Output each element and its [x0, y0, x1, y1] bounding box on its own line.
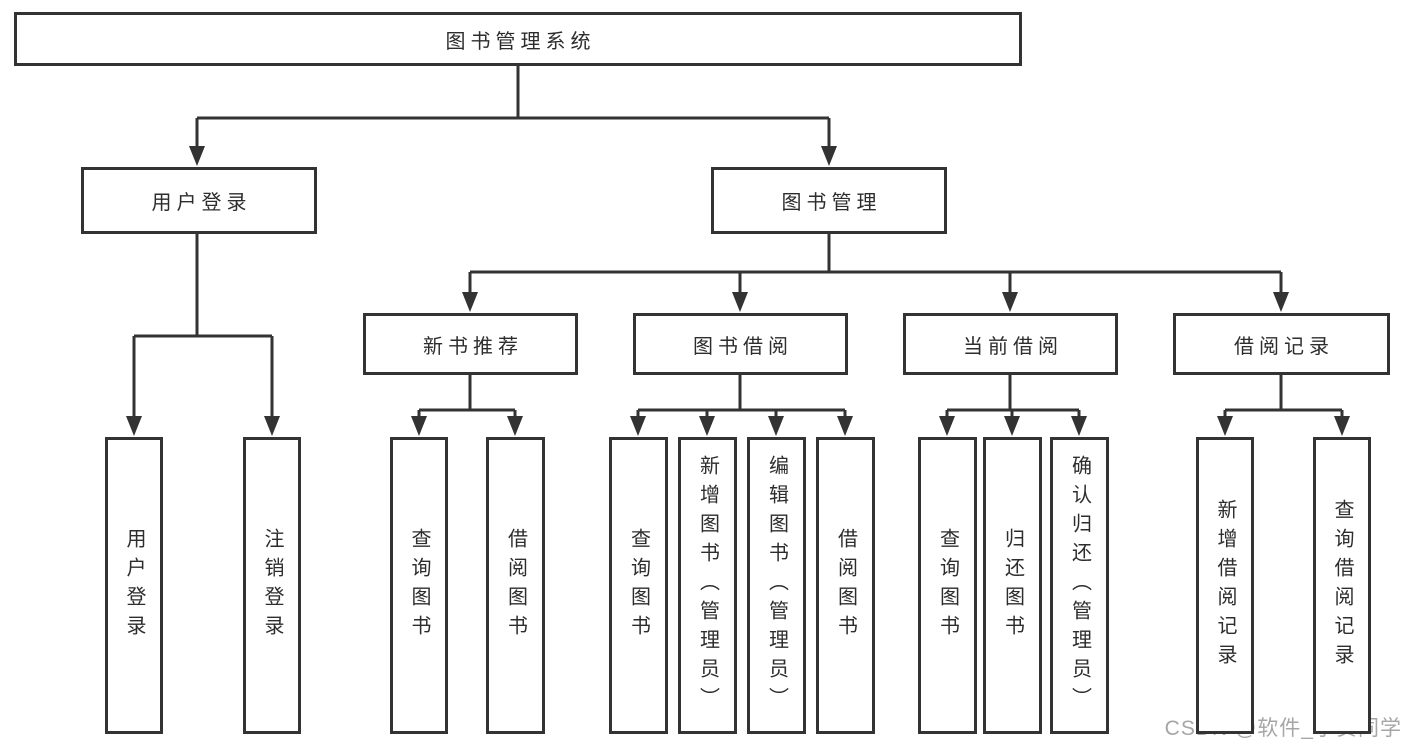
- arrowhead-icon: [1004, 416, 1020, 436]
- node-label: 新增图书（管理员）: [696, 455, 719, 716]
- arrowhead-icon: [264, 416, 280, 436]
- node-label: 查询图书: [627, 527, 650, 644]
- node-leaf-return-book: 归还图书: [983, 437, 1042, 734]
- node-current-borrowing: 当前借阅: [903, 313, 1118, 375]
- arrowhead-icon: [507, 416, 523, 436]
- node-leaf-query-borrow-record: 查询借阅记录: [1313, 437, 1371, 734]
- node-borrowing-records: 借阅记录: [1173, 313, 1390, 375]
- node-label: 图书管理系统: [445, 30, 596, 53]
- node-new-book-recommend: 新书推荐: [363, 313, 578, 375]
- arrowhead-icon: [126, 416, 142, 436]
- arrowhead-icon: [1002, 292, 1018, 312]
- node-label: 确认归还（管理员）: [1068, 455, 1091, 716]
- arrowhead-icon: [732, 292, 748, 312]
- node-label: 新书推荐: [423, 335, 523, 358]
- arrowhead-icon: [939, 416, 955, 436]
- node-label: 查询图书: [408, 527, 430, 644]
- node-user-login: 用户登录: [81, 167, 317, 234]
- node-label: 归还图书: [1001, 527, 1024, 644]
- node-label: 查询借阅记录: [1331, 498, 1353, 673]
- node-leaf-logout: 注销登录: [243, 437, 301, 734]
- node-label: 当前借阅: [963, 335, 1063, 358]
- node-leaf-borrow-books-borrowing: 借阅图书: [816, 437, 875, 734]
- node-label: 用户登录: [123, 527, 145, 644]
- node-label: 编辑图书（管理员）: [765, 455, 788, 716]
- node-leaf-edit-book-admin: 编辑图书（管理员）: [747, 437, 806, 734]
- node-leaf-confirm-return-admin: 确认归还（管理员）: [1050, 437, 1109, 734]
- node-label: 借阅图书: [504, 527, 527, 644]
- node-leaf-user-login: 用户登录: [105, 437, 163, 734]
- arrowhead-icon: [630, 416, 646, 436]
- node-label: 图书借阅: [693, 335, 793, 358]
- node-leaf-borrow-books-recommend: 借阅图书: [486, 437, 545, 734]
- node-label: 注销登录: [261, 527, 283, 644]
- node-label: 用户登录: [151, 192, 252, 214]
- arrowhead-icon: [837, 416, 853, 436]
- node-book-borrowing: 图书借阅: [633, 313, 848, 375]
- node-leaf-query-books-current: 查询图书: [918, 437, 977, 734]
- arrowhead-icon: [411, 416, 427, 436]
- arrowhead-icon: [1334, 416, 1350, 436]
- node-label: 图书管理: [781, 192, 882, 214]
- arrowhead-icon: [1071, 416, 1087, 436]
- node-label: 新增借阅记录: [1214, 498, 1236, 673]
- node-library-management-system: 图书管理系统: [14, 12, 1022, 66]
- arrowhead-icon: [1217, 416, 1233, 436]
- arrowhead-icon: [1273, 292, 1289, 312]
- arrowhead-icon: [821, 146, 837, 166]
- arrowhead-icon: [189, 146, 205, 166]
- node-book-management: 图书管理: [711, 167, 947, 234]
- node-leaf-query-books-recommend: 查询图书: [390, 437, 448, 734]
- node-label: 借阅图书: [834, 527, 857, 644]
- arrowhead-icon: [462, 292, 478, 312]
- arrowhead-icon: [768, 416, 784, 436]
- node-leaf-query-books-borrowing: 查询图书: [609, 437, 668, 734]
- node-label: 借阅记录: [1234, 335, 1334, 358]
- node-leaf-add-book-admin: 新增图书（管理员）: [678, 437, 737, 734]
- node-label: 查询图书: [936, 527, 959, 644]
- node-leaf-add-borrow-record: 新增借阅记录: [1196, 437, 1254, 734]
- arrowhead-icon: [699, 416, 715, 436]
